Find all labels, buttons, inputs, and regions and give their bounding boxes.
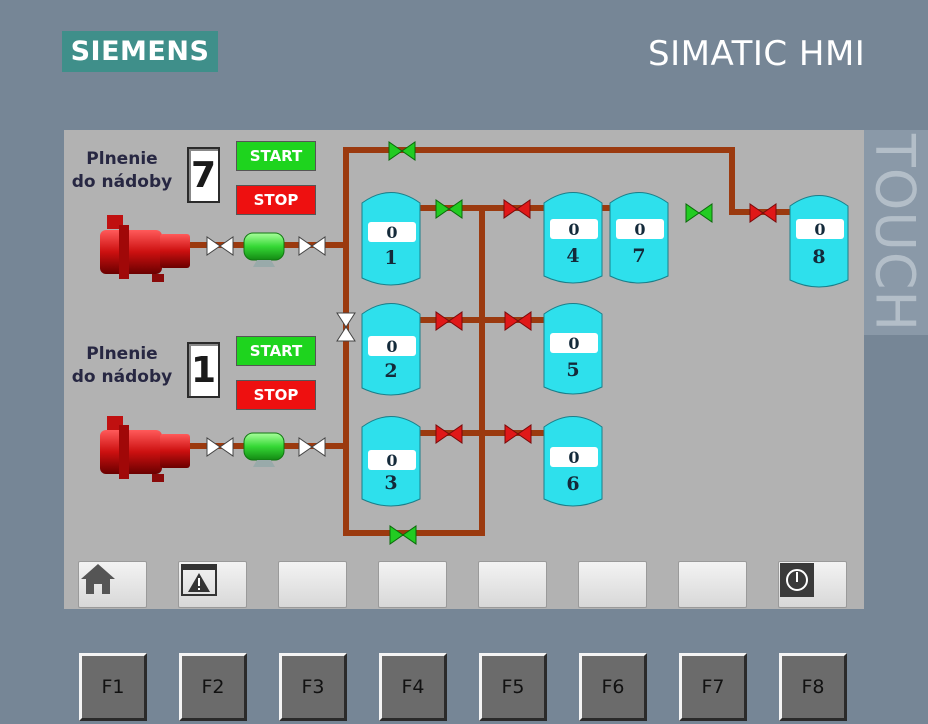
function-key-f4[interactable]: F4: [379, 653, 447, 721]
tank-2-level: 0: [368, 336, 416, 356]
touch-panel-label: TOUCH: [862, 130, 928, 335]
pump-1-fill-counter: 7: [187, 147, 220, 203]
home-button[interactable]: [78, 561, 147, 608]
tank-7-level: 0: [616, 219, 664, 239]
tank-6-level: 0: [550, 447, 598, 467]
power-button[interactable]: [778, 561, 847, 608]
function-key-f1[interactable]: F1: [79, 653, 147, 721]
hmi-screen: Plnenie do nádoby 7 START STOP Plnenie d…: [64, 130, 864, 609]
alarm-icon: [181, 564, 217, 596]
function-key-f2[interactable]: F2: [179, 653, 247, 721]
softkey-4-button[interactable]: [378, 561, 447, 608]
function-key-f5[interactable]: F5: [479, 653, 547, 721]
function-key-f7[interactable]: F7: [679, 653, 747, 721]
pump-1-label-line2: do nádoby: [71, 172, 173, 192]
tank-8-level: 0: [796, 219, 844, 239]
tanks: [361, 192, 849, 507]
tank-6-number: 6: [566, 473, 580, 495]
pump-2-label-line2: do nádoby: [71, 367, 173, 387]
tank-3-number: 3: [384, 472, 398, 494]
tank-5-number: 5: [566, 359, 580, 381]
tank-3-level: 0: [368, 450, 416, 470]
home-icon: [81, 564, 115, 594]
process-diagram: [100, 141, 849, 545]
pump-2-start-button[interactable]: START: [236, 336, 316, 366]
filters: [243, 232, 285, 467]
tank-2-number: 2: [384, 360, 398, 382]
power-icon: [780, 563, 814, 597]
pump-1-start-button[interactable]: START: [236, 141, 316, 171]
function-key-f8[interactable]: F8: [779, 653, 847, 721]
softkey-7-button[interactable]: [678, 561, 747, 608]
pump-1-label: Plnenie do nádoby: [57, 148, 187, 194]
pump-1-label-line1: Plnenie: [86, 149, 158, 169]
product-title: SIMATIC HMI: [648, 34, 866, 74]
softkey-3-button[interactable]: [278, 561, 347, 608]
pump-2-fill-counter: 1: [187, 342, 220, 398]
softkey-5-button[interactable]: [478, 561, 547, 608]
touch-text: TOUCH: [863, 133, 927, 332]
tank-1-number: 1: [384, 247, 398, 269]
red-valves: [435, 199, 777, 444]
green-valves: [388, 141, 713, 545]
function-key-f6[interactable]: F6: [579, 653, 647, 721]
pump-1-stop-button[interactable]: STOP: [236, 185, 316, 215]
pump-2-label: Plnenie do nádoby: [57, 343, 187, 389]
tank-1-level: 0: [368, 222, 416, 242]
alarm-button[interactable]: [178, 561, 247, 608]
pump-2: [100, 416, 190, 482]
pump-2-label-line1: Plnenie: [86, 344, 158, 364]
tank-4-level: 0: [550, 219, 598, 239]
function-key-f3[interactable]: F3: [279, 653, 347, 721]
manual-valves: [206, 236, 356, 457]
softkey-6-button[interactable]: [578, 561, 647, 608]
pump-2-stop-button[interactable]: STOP: [236, 380, 316, 410]
tank-8-number: 8: [812, 246, 826, 268]
tank-4-number: 4: [566, 245, 580, 267]
siemens-logo: SIEMENS: [62, 31, 218, 72]
tank-7-number: 7: [632, 245, 646, 267]
tank-5-level: 0: [550, 333, 598, 353]
pump-1: [100, 215, 190, 282]
